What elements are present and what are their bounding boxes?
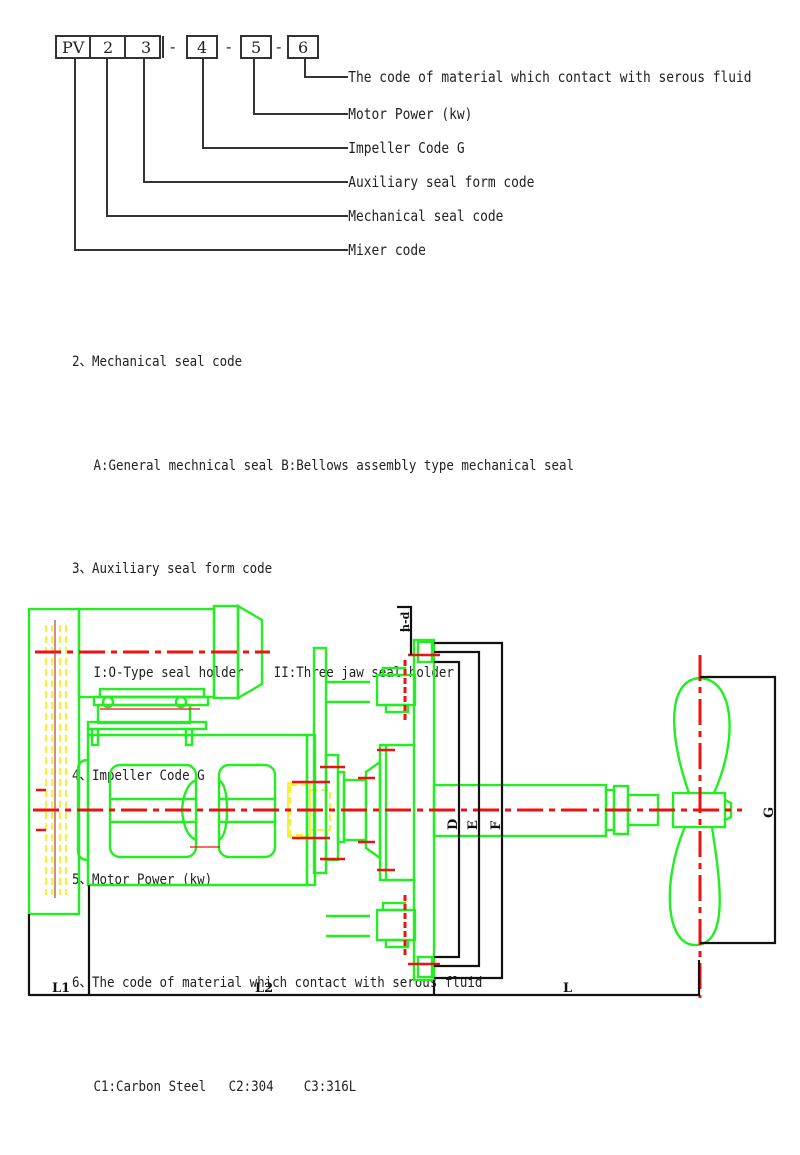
dim-label-l: L (563, 981, 572, 996)
callout-material: The code of material which contact with … (348, 69, 751, 86)
separator: - (170, 37, 175, 56)
dim-d (434, 660, 461, 959)
dim-label-l1: L1 (52, 981, 70, 996)
code-box-5 (240, 35, 272, 59)
callout-motor-power: Motor Power (kw) (348, 106, 472, 123)
model-code-diagram: PV 2 3 4 5 6 - - - The code of material … (55, 35, 752, 259)
dim-g (700, 675, 777, 945)
dimension-lines (27, 605, 777, 997)
note-detail-aux-seal: I:O-Type seal holder II:Three jaw seal h… (93, 664, 454, 681)
leader-4 (202, 58, 348, 149)
pulley-hidden-lines (45, 625, 331, 895)
separator: - (276, 37, 281, 56)
code-box-5-label: 5 (251, 38, 261, 57)
callout-aux-seal: Auxiliary seal form code (348, 174, 534, 191)
note-heading-motor-power: 5、Motor Power (kw) (72, 871, 213, 888)
leader-3 (143, 58, 348, 183)
centerlines (33, 650, 742, 998)
dim-label-g: G (762, 807, 777, 818)
dim-label-f: F (489, 820, 504, 830)
dim-label-d: D (446, 819, 461, 830)
belt-guard (27, 607, 81, 916)
impeller-blade-top (672, 676, 731, 794)
note-heading-impeller: 4、Impeller Code G (72, 768, 205, 784)
note-detail-mech-seal: A:General mechnical seal B:Bellows assem… (93, 457, 574, 474)
leader-pv (74, 58, 348, 251)
code-box-pv: PV (62, 38, 85, 57)
mixer-drawing: L1 L2 L D E F G n-d (27, 603, 777, 998)
callout-mixer: Mixer code (348, 242, 426, 259)
code-box-6 (287, 35, 319, 59)
code-box-6-label: 6 (298, 38, 308, 57)
callout-mech-seal: Mechanical seal code (348, 208, 503, 225)
code-notes: 2、Mechanical seal code A:General mechnic… (72, 276, 574, 1139)
mixer-outline (27, 603, 733, 982)
leader-5 (253, 58, 348, 115)
separator: - (226, 37, 231, 56)
note-heading-mech-seal: 2、Mechanical seal code (72, 354, 243, 370)
dim-label-nd: n-d (399, 611, 412, 632)
callout-impeller: Impeller Code G (348, 140, 464, 157)
impeller-blade-bottom (668, 826, 721, 947)
dim-label-e: E (466, 820, 481, 830)
note-heading-aux-seal: 3、Auxiliary seal form code (72, 561, 273, 577)
bolt-marks (36, 653, 440, 966)
code-box-3: 3 (141, 38, 151, 57)
dim-label-l2: L2 (255, 981, 273, 996)
leader-6 (304, 58, 348, 78)
leader-2 (106, 58, 348, 217)
dim-f (434, 641, 504, 980)
note-detail-material: C1:Carbon Steel C2:304 C3:316L (93, 1078, 357, 1095)
code-box-2: 2 (103, 38, 113, 57)
code-box-4-label: 4 (197, 38, 207, 57)
dim-e (434, 650, 481, 968)
motor-fan-cover (236, 603, 264, 701)
